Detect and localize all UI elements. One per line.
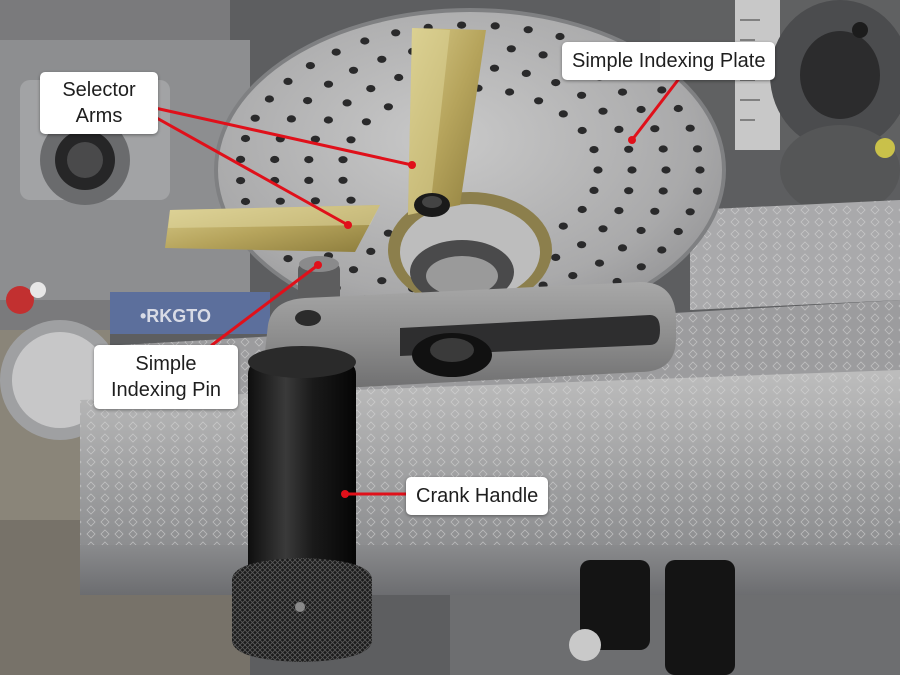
plate-hole xyxy=(558,222,568,230)
plate-hole xyxy=(383,103,393,111)
leader-line-indexing-pin xyxy=(210,263,320,347)
plate-hole xyxy=(685,208,695,216)
plate-hole xyxy=(658,187,668,195)
plate-hole xyxy=(342,99,352,107)
plate-hole xyxy=(661,166,671,174)
plate-hole xyxy=(391,29,401,37)
plate-hole xyxy=(236,177,246,185)
plate-hole xyxy=(348,66,359,74)
plate-hole xyxy=(589,186,599,194)
plate-hole xyxy=(577,91,587,99)
plate-hole xyxy=(361,118,371,126)
plate-hole xyxy=(338,156,348,164)
plate-hole xyxy=(310,135,320,143)
plate-hole xyxy=(593,166,603,174)
plate-hole xyxy=(521,69,531,77)
plate-hole xyxy=(658,145,668,153)
plate-hole xyxy=(489,64,500,72)
plate-hole xyxy=(617,88,628,96)
plate-hole xyxy=(360,37,370,45)
label-crank-handle: Crank Handle xyxy=(406,477,549,515)
plate-hole xyxy=(685,124,695,132)
plate-hole xyxy=(305,62,315,70)
leader-lines xyxy=(144,78,680,496)
leader-line-selector-arm-vertical xyxy=(144,104,414,167)
plate-hole xyxy=(673,104,683,113)
plate-hole xyxy=(673,227,683,236)
plate-hole xyxy=(240,134,251,143)
plate-hole xyxy=(558,110,568,118)
plate-hole xyxy=(457,21,467,29)
plate-hole xyxy=(589,146,599,154)
plate-hole xyxy=(577,126,587,135)
plate-hole xyxy=(636,263,646,271)
plate-hole xyxy=(505,88,515,96)
plate-hole xyxy=(598,107,608,115)
plate-hole xyxy=(338,176,348,184)
plate-hole xyxy=(283,77,293,85)
plate-hole xyxy=(394,73,404,82)
plate-hole xyxy=(624,187,634,195)
plate-hole xyxy=(551,79,561,87)
plate-hole xyxy=(240,197,251,206)
plate-hole xyxy=(506,45,516,53)
plate-hole xyxy=(692,145,703,153)
plate-hole xyxy=(555,32,565,41)
plate-hole xyxy=(346,136,356,144)
plate-hole xyxy=(323,116,333,124)
plate-hole xyxy=(657,86,667,94)
plate-hole xyxy=(490,22,500,30)
plate-hole xyxy=(614,207,624,215)
plate-hole xyxy=(577,241,587,249)
plate-hole xyxy=(624,145,634,153)
plate-hole xyxy=(568,272,578,280)
plate-hole xyxy=(236,155,246,163)
plate-hole xyxy=(650,207,660,215)
plate-hole xyxy=(598,225,608,233)
plate-hole xyxy=(346,196,356,204)
leader-line-indexing-plate xyxy=(630,78,680,142)
plate-hole xyxy=(594,259,605,267)
plate-hole xyxy=(577,205,587,214)
plate-hole xyxy=(377,55,387,63)
plate-hole xyxy=(692,187,703,195)
plate-hole xyxy=(303,97,313,105)
plate-hole xyxy=(270,155,280,164)
label-simple-indexing-pin: Simple Indexing Pin xyxy=(94,345,238,409)
plate-hole xyxy=(627,166,637,174)
plate-hole xyxy=(275,197,285,205)
plate-hole xyxy=(523,26,533,34)
plate-hole xyxy=(650,125,660,133)
base-brand-plate: •RKGTO xyxy=(140,306,211,326)
plate-hole xyxy=(304,156,314,164)
plate-hole xyxy=(383,229,393,237)
plate-hole xyxy=(614,125,624,133)
plate-hole xyxy=(310,197,320,205)
plate-hole xyxy=(348,266,359,274)
plate-hole xyxy=(366,247,376,255)
plate-hole xyxy=(286,115,296,123)
plate-hole xyxy=(377,277,387,285)
label-selector-arms: Selector Arms xyxy=(40,72,158,134)
plate-hole xyxy=(283,255,293,263)
plate-hole xyxy=(366,85,376,93)
plate-hole xyxy=(636,226,646,235)
plate-hole xyxy=(264,95,274,103)
plate-hole xyxy=(657,246,667,254)
plate-hole xyxy=(534,97,544,105)
plate-hole xyxy=(695,166,705,174)
leader-endpoints xyxy=(314,136,636,498)
plate-hole xyxy=(250,114,260,122)
plate-hole xyxy=(331,48,341,56)
plate-hole xyxy=(551,253,561,261)
plate-hole xyxy=(538,51,548,59)
plate-hole xyxy=(304,176,314,184)
plate-hole xyxy=(636,105,646,114)
leader-line-selector-arm-horizontal xyxy=(144,110,350,227)
plate-hole xyxy=(617,244,628,252)
label-simple-indexing-plate: Simple Indexing Plate xyxy=(562,42,776,80)
plate-hole xyxy=(323,80,334,88)
